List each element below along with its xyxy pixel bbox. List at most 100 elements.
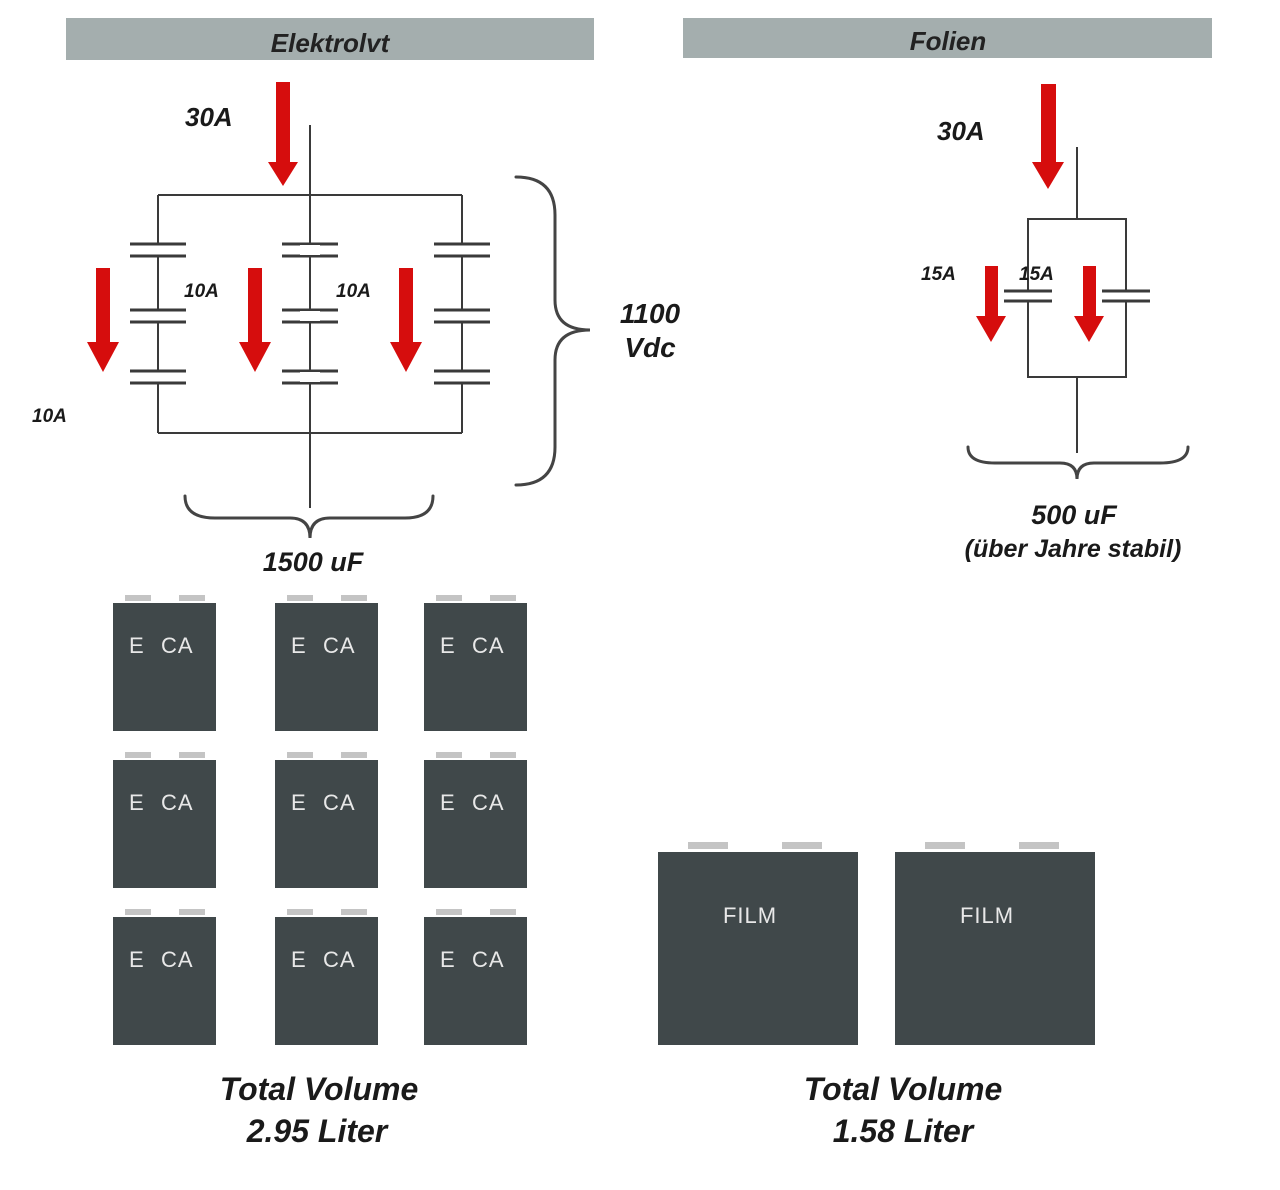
right-branch-current-1: 15A	[921, 264, 956, 285]
electrolytic-capacitor: E CA	[113, 595, 216, 731]
film-capacitor: FILM	[658, 842, 858, 1045]
header-folien-label: Folien	[910, 26, 987, 56]
terminal	[287, 909, 313, 915]
arrow-icon	[87, 268, 119, 372]
capacitance-brace	[966, 445, 1190, 480]
film-label: FILM	[960, 903, 1014, 928]
capacitor-label-suffix: CA	[472, 790, 505, 815]
terminal	[490, 752, 516, 758]
left-input-current: 30A	[185, 102, 233, 132]
left-branch-3	[434, 195, 490, 433]
capacitor-label-prefix: E	[291, 633, 307, 658]
capacitor-body	[895, 852, 1095, 1045]
film-capacitor: FILM	[895, 842, 1095, 1045]
capacitance-brace	[183, 494, 435, 539]
terminal	[341, 752, 367, 758]
capacitor-label-prefix: E	[129, 633, 145, 658]
film-capacitor-group: FILM FILM	[658, 842, 1095, 1045]
capacitor-label-suffix: CA	[472, 947, 505, 972]
capacitor-body	[424, 760, 527, 888]
capacitor-label-prefix: E	[129, 947, 145, 972]
capacitor-body	[275, 603, 378, 731]
right-stability-note: (über Jahre stabil)	[965, 535, 1182, 563]
electrolytic-capacitor: E CA	[424, 752, 527, 888]
arrow-icon	[268, 82, 298, 186]
capacitor-label-suffix: CA	[161, 947, 194, 972]
capacitor-body	[424, 917, 527, 1045]
capacitor-body	[113, 917, 216, 1045]
capacitor-body	[424, 603, 527, 731]
header-elektrolyt: Elektrolvt	[66, 18, 594, 60]
terminal	[125, 595, 151, 601]
left-branch-current-3: 10A	[336, 281, 371, 302]
header-folien: Folien	[683, 18, 1212, 58]
capacitor-body	[113, 603, 216, 731]
terminal	[490, 595, 516, 601]
right-volume-value: 1.58 Liter	[833, 1113, 975, 1149]
capacitor-label-prefix: E	[440, 633, 456, 658]
terminal	[1019, 842, 1059, 849]
capacitor-label-suffix: CA	[323, 790, 356, 815]
left-branch-2	[282, 242, 338, 385]
capacitor-body	[658, 852, 858, 1045]
capacitor-label-suffix: CA	[323, 633, 356, 658]
terminal	[925, 842, 965, 849]
arrow-icon	[976, 266, 1006, 342]
voltage-unit: Vdc	[624, 332, 676, 363]
electrolytic-capacitor: E CA	[275, 909, 378, 1045]
terminal	[287, 595, 313, 601]
right-branch-current-2: 15A	[1019, 264, 1054, 285]
left-branch-1	[130, 195, 186, 433]
electrolytic-capacitor: E CA	[424, 909, 527, 1045]
voltage-brace	[514, 175, 591, 487]
voltage-value: 1100	[620, 298, 681, 329]
terminal	[179, 752, 205, 758]
capacitor-label-suffix: CA	[323, 947, 356, 972]
right-capacitance: 500 uF	[1031, 500, 1118, 530]
capacitor-label-prefix: E	[291, 790, 307, 815]
terminal	[490, 909, 516, 915]
terminal	[688, 842, 728, 849]
terminal	[179, 595, 205, 601]
capacitor-label-prefix: E	[440, 947, 456, 972]
capacitor-label-prefix: E	[440, 790, 456, 815]
capacitor-label-suffix: CA	[161, 633, 194, 658]
capacitor-body	[275, 760, 378, 888]
capacitor-label-prefix: E	[291, 947, 307, 972]
right-input-current: 30A	[937, 116, 985, 146]
left-circuit: 30A 10A 10A 10A 1100 Vdc 1500 uF	[32, 82, 681, 577]
terminal	[436, 752, 462, 758]
capacitor-label-prefix: E	[129, 790, 145, 815]
electrolytic-capacitor: E CA	[275, 752, 378, 888]
terminal	[287, 752, 313, 758]
left-branch-current-1: 10A	[32, 406, 67, 427]
electrolytic-capacitor: E CA	[424, 595, 527, 731]
capacitor-body	[113, 760, 216, 888]
left-branch-current-2: 10A	[184, 281, 219, 302]
terminal	[436, 909, 462, 915]
terminal	[782, 842, 822, 849]
electrolytic-capacitor: E CA	[275, 595, 378, 731]
capacitor-label-suffix: CA	[161, 790, 194, 815]
left-volume-value: 2.95 Liter	[246, 1113, 389, 1149]
right-volume-title: Total Volume	[804, 1071, 1003, 1107]
right-circuit: 30A 15A 15A 500 uF (über Jahre stabil)	[921, 84, 1190, 563]
capacitor-body	[275, 917, 378, 1045]
terminal	[179, 909, 205, 915]
electrolytic-capacitor: E CA	[113, 909, 216, 1045]
arrow-icon	[1074, 266, 1104, 342]
electrolytic-capacitor-grid: E CA E CA E CA E CA E CA E CA E CA E CA E CA	[113, 595, 527, 1045]
header-elektrolyt-label: Elektrolvt	[271, 28, 391, 58]
electrolytic-capacitor: E CA	[113, 752, 216, 888]
terminal	[341, 909, 367, 915]
arrow-icon	[390, 268, 422, 372]
terminal	[436, 595, 462, 601]
left-volume-title: Total Volume	[220, 1071, 419, 1107]
film-label: FILM	[723, 903, 777, 928]
terminal	[341, 595, 367, 601]
terminal	[125, 752, 151, 758]
arrow-icon	[239, 268, 271, 372]
capacitor-label-suffix: CA	[472, 633, 505, 658]
arrow-icon	[1032, 84, 1064, 189]
